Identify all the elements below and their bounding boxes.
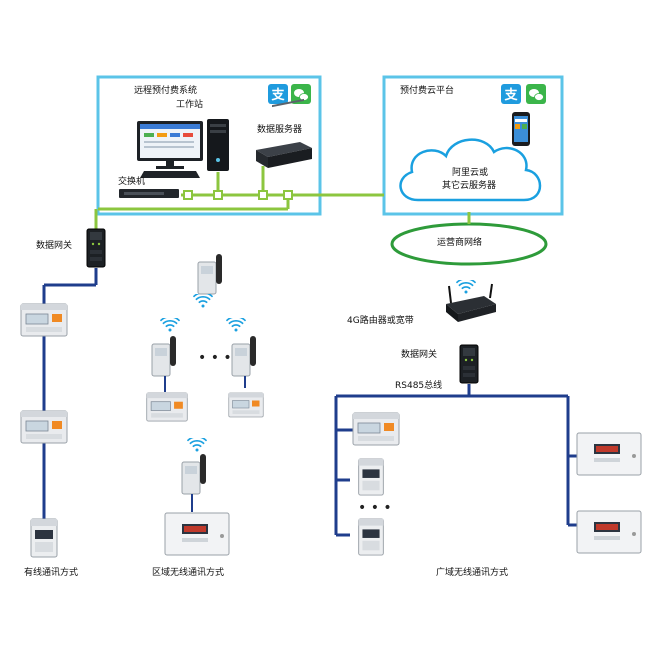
meter-box-icon: [164, 512, 230, 556]
wechat-pay-icon: [291, 84, 311, 104]
ethernet-port: [183, 190, 193, 200]
cloud-platform-box: [382, 75, 564, 216]
small-meter-icon: [30, 518, 58, 558]
wifi-icon: [160, 318, 180, 332]
meter-box-icon: [576, 510, 642, 554]
remote-system-box: [96, 75, 322, 216]
wide-area-wireless-mode-label: 广域无线通讯方式: [436, 568, 509, 578]
alipay-icon: 支: [268, 84, 288, 104]
cloud-platform-title: 预付费云平台: [400, 86, 455, 96]
wifi-icon: [187, 438, 207, 452]
wireless-module-icon: [231, 336, 257, 377]
ethernet-port: [283, 190, 293, 200]
cloud-shape: [399, 138, 542, 202]
wechat-pay-icon: [526, 84, 546, 104]
workstation-label: 工作站: [176, 100, 204, 110]
svg-text:支: 支: [503, 87, 518, 103]
keyboard-icon: [140, 171, 200, 178]
server-icon: [256, 98, 312, 168]
wired-mode-label: 有线通讯方式: [24, 568, 79, 578]
remote-system-title: 远程预付费系统: [134, 86, 198, 96]
switch-label: 交换机: [118, 177, 146, 187]
wifi-icon: [226, 318, 246, 332]
ethernet-port: [258, 190, 268, 200]
cloud-label-line1: 阿里云或: [452, 168, 489, 178]
meter-box-icon: [576, 432, 642, 476]
workstation-tower-icon: [207, 119, 229, 171]
gateway-left-label: 数据网关: [36, 241, 73, 251]
operator-network-label: 运营商网络: [437, 238, 483, 248]
gateway-device-icon: [459, 344, 479, 384]
rail-meter-icon: [20, 303, 68, 337]
router-label: 4G路由器或宽带: [347, 316, 414, 326]
regional-wireless-mode-label: 区域无线通讯方式: [152, 568, 225, 578]
gateway-device-icon: [86, 228, 106, 268]
wifi-icon: [193, 294, 213, 308]
ellipsis: • • •: [198, 350, 232, 366]
rail-meter-icon: [20, 410, 68, 444]
switch-icon: [119, 189, 179, 198]
data-server-label: 数据服务器: [257, 125, 303, 135]
ellipsis: • • •: [358, 500, 392, 516]
small-meter-icon: [357, 458, 385, 496]
rs485-bus-line: [334, 384, 578, 537]
rail-meter-icon: [228, 392, 264, 418]
router-icon: [446, 283, 496, 322]
rs485-label: RS485总线: [395, 381, 443, 391]
ethernet-port: [213, 190, 223, 200]
gateway-right-label: 数据网关: [401, 350, 438, 360]
svg-text:支: 支: [270, 87, 285, 103]
cloud-label-line2: 其它云服务器: [442, 181, 497, 191]
wireless-module-icon: [151, 336, 177, 377]
rail-meter-icon: [352, 412, 400, 446]
monitor-icon: [137, 121, 203, 169]
small-meter-icon: [357, 518, 385, 556]
wifi-icon: [456, 280, 476, 294]
smartphone-icon: [512, 112, 530, 146]
alipay-icon: 支: [501, 84, 521, 104]
rail-meter-icon: [146, 392, 188, 422]
wireless-module-icon: [181, 454, 207, 495]
wireless-concentrator-icon: [197, 254, 223, 295]
